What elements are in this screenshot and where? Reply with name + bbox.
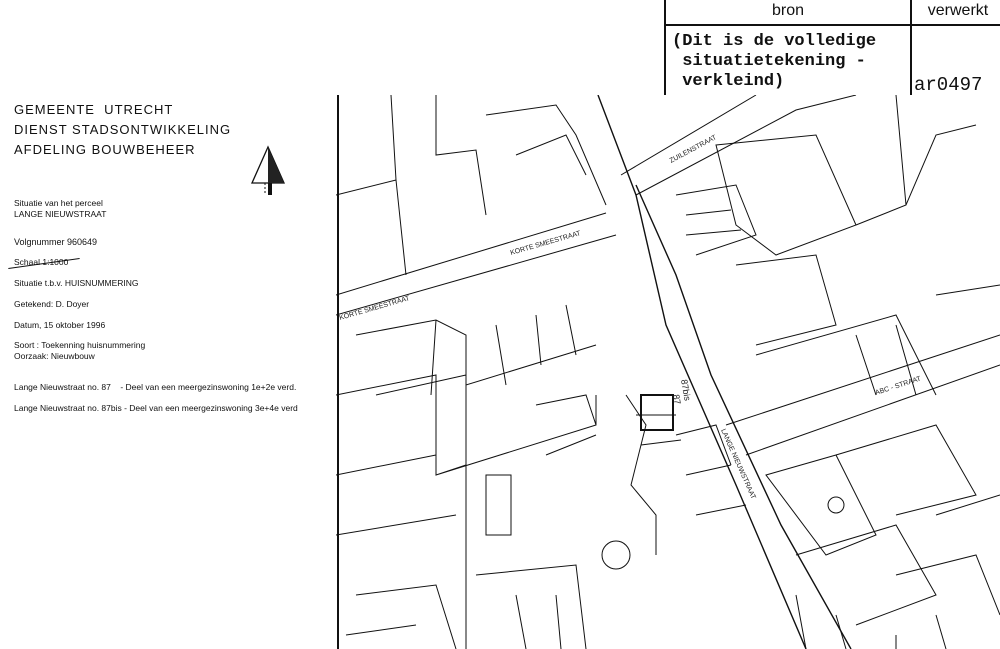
type-cause: Soort : Toekenning huisnummering Oorzaak… [14, 340, 145, 362]
situation-map: ZUILENSTRAAT KORTE SMEESTRAAT KORTE SMEE… [336, 95, 1000, 649]
street-name: LANGE NIEUWSTRAAT [14, 209, 107, 219]
col-source-label: bron [771, 2, 805, 19]
col-processed-label: verwerkt [927, 2, 989, 19]
archive-note: (Dit is de volledige situatietekening - … [672, 32, 877, 91]
title-line-3: AFDELING BOUWBEHEER [14, 142, 196, 157]
north-arrow-icon [250, 145, 286, 195]
purpose: Situatie t.b.v. HUISNUMMERING [14, 278, 139, 288]
table-divider [910, 0, 912, 95]
type: Soort : Toekenning huisnummering [14, 340, 146, 350]
street-label-zuilenstraat: ZUILENSTRAAT [669, 134, 719, 165]
map-lines [336, 95, 1000, 649]
header: bron verwerkt (Dit is de volledige situa… [0, 0, 1000, 96]
street-label-korte-smeestraat-2: KORTE SMEESTRAAT [339, 295, 412, 322]
archive-code: ar0497 [914, 74, 983, 96]
street-label-korte-smeestraat-1: KORTE SMEESTRAAT [510, 230, 583, 257]
situation-label: Situatie van het perceel [14, 198, 103, 208]
scale-struck: Schaal 1:1000 [14, 257, 69, 267]
archive-table: bron verwerkt (Dit is de volledige situa… [664, 0, 1000, 96]
title-line-2: DIENST STADSONTWIKKELING [14, 122, 232, 137]
sequence-number: Volgnummer 960649 [14, 237, 98, 247]
entry-87bis: Lange Nieuwstraat no. 87bis - Deel van e… [14, 403, 298, 413]
drawn-by: Getekend: D. Doyer [14, 299, 90, 309]
date: Datum, 15 oktober 1996 [14, 320, 106, 330]
cause: Oorzaak: Nieuwbouw [14, 351, 95, 361]
house-number-87bis: 87bis [679, 379, 693, 402]
details-situation: Situatie van het perceel LANGE NIEUWSTRA… [14, 198, 106, 220]
title-line-1: GEMEENTE UTRECHT [14, 102, 174, 117]
archive-table-header-row [666, 0, 1000, 26]
scale-wrapper: Schaal 1:1000 [14, 257, 68, 268]
house-number-87: 87 [671, 394, 683, 406]
entry-87: Lange Nieuwstraat no. 87 - Deel van een … [14, 382, 297, 392]
title-block: GEMEENTE UTRECHT DIENST STADSONTWIKKELIN… [14, 100, 231, 160]
